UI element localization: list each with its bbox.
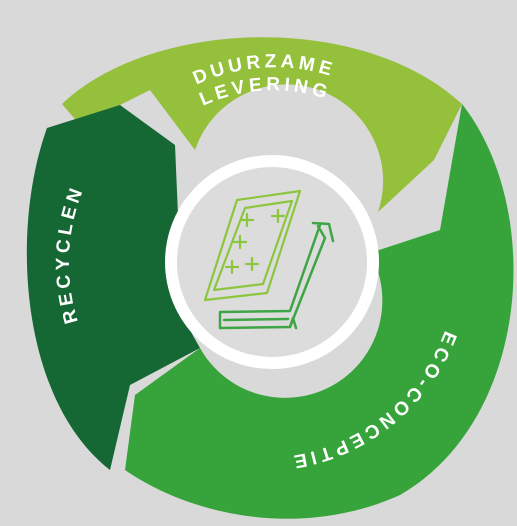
- segment-recyclen: [26, 105, 200, 470]
- segment-duurzame-levering: [62, 37, 462, 212]
- segment-eco-conceptie: [125, 104, 514, 519]
- hub-circle: [177, 167, 367, 357]
- eco-book-icon: [203, 189, 335, 330]
